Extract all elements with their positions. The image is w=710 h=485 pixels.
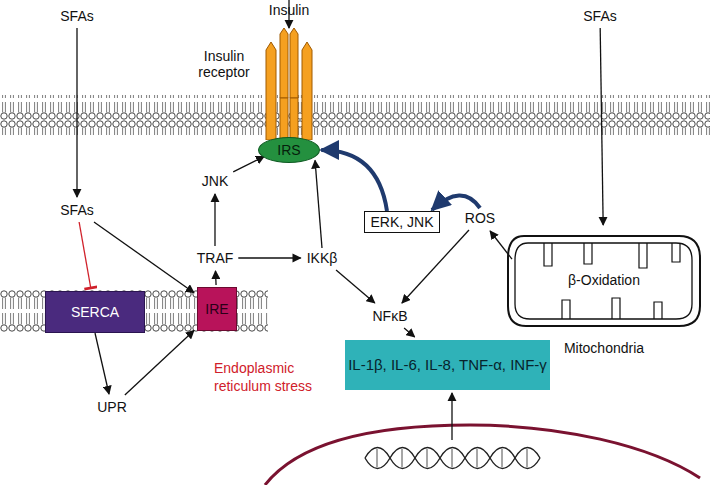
arrow-connector: [214, 194, 215, 246]
inhibition-line: [79, 222, 91, 288]
fatty-acid-label: SFAs: [580, 6, 619, 26]
hormone-label: Insulin: [266, 0, 312, 20]
nucleus-envelope: [265, 425, 700, 485]
kinase-label: JNK: [199, 171, 231, 191]
arrow-connector: [76, 28, 77, 197]
arrow-connector: [315, 160, 322, 248]
node-text: SFAs: [60, 202, 93, 218]
node-text: IL-1β, IL-6, IL-8, TNF-α, INF-γ: [348, 355, 547, 375]
node-text: Insulin receptor: [192, 48, 256, 80]
arrow-connector: [336, 270, 375, 303]
arrow-connector: [215, 271, 217, 285]
insulin-receptor: Insulin receptor: [262, 28, 316, 140]
arrow-connector: [404, 328, 415, 337]
node-text: IKKβ: [307, 250, 338, 266]
node-text: SFAs: [60, 8, 93, 24]
transcription-factor-label: NFκB: [370, 306, 411, 326]
arrow-connector: [95, 333, 109, 394]
arrow-connector: [233, 157, 264, 172]
node-text: UPR: [97, 399, 127, 415]
node-text: IRS: [277, 142, 300, 158]
node-text: SFAs: [583, 8, 616, 24]
arrow-connector: [238, 257, 300, 258]
fatty-acid-label: SFAs: [57, 200, 96, 220]
node-text: β-Oxidation: [568, 272, 640, 288]
node-text: IRE: [205, 301, 228, 317]
node-text: JNK: [202, 173, 228, 189]
arrow-connector: [94, 222, 194, 293]
serca-pump: SERCA: [45, 291, 145, 333]
transcription-arrow: [451, 393, 452, 440]
receptor-shape: [262, 28, 316, 140]
dna-helix: [365, 448, 540, 469]
node-text: TRAF: [197, 250, 234, 266]
arrow-connector: [432, 195, 480, 209]
kinase-box: ERK, JNK: [364, 211, 439, 233]
region-label: Endoplasmic reticulum stress: [214, 360, 332, 395]
node-text: SERCA: [71, 304, 119, 320]
fatty-acid-label: SFAs: [57, 6, 96, 26]
node-text: NFκB: [373, 308, 408, 324]
kinase-label: IKKβ: [304, 248, 341, 268]
cytokine-box: IL-1β, IL-6, IL-8, TNF-α, INF-γ: [345, 340, 550, 390]
arrow-connector: [321, 150, 387, 211]
ire-sensor: IRE: [197, 287, 237, 331]
arrow-connector: [600, 28, 603, 225]
arrow-connector: [125, 330, 194, 395]
node-text: Insulin: [269, 2, 309, 18]
upr-label: UPR: [94, 397, 130, 417]
mitochondrion: β-OxidationMitochondria: [504, 228, 704, 332]
cell-membrane: [0, 95, 710, 135]
irs-ellipse: IRS: [258, 137, 320, 163]
ros-label: ROS: [462, 208, 498, 228]
node-text: ERK, JNK: [370, 214, 433, 230]
arrow-connector: [402, 230, 469, 303]
adaptor-label: TRAF: [194, 248, 237, 268]
node-text: ROS: [465, 210, 495, 226]
